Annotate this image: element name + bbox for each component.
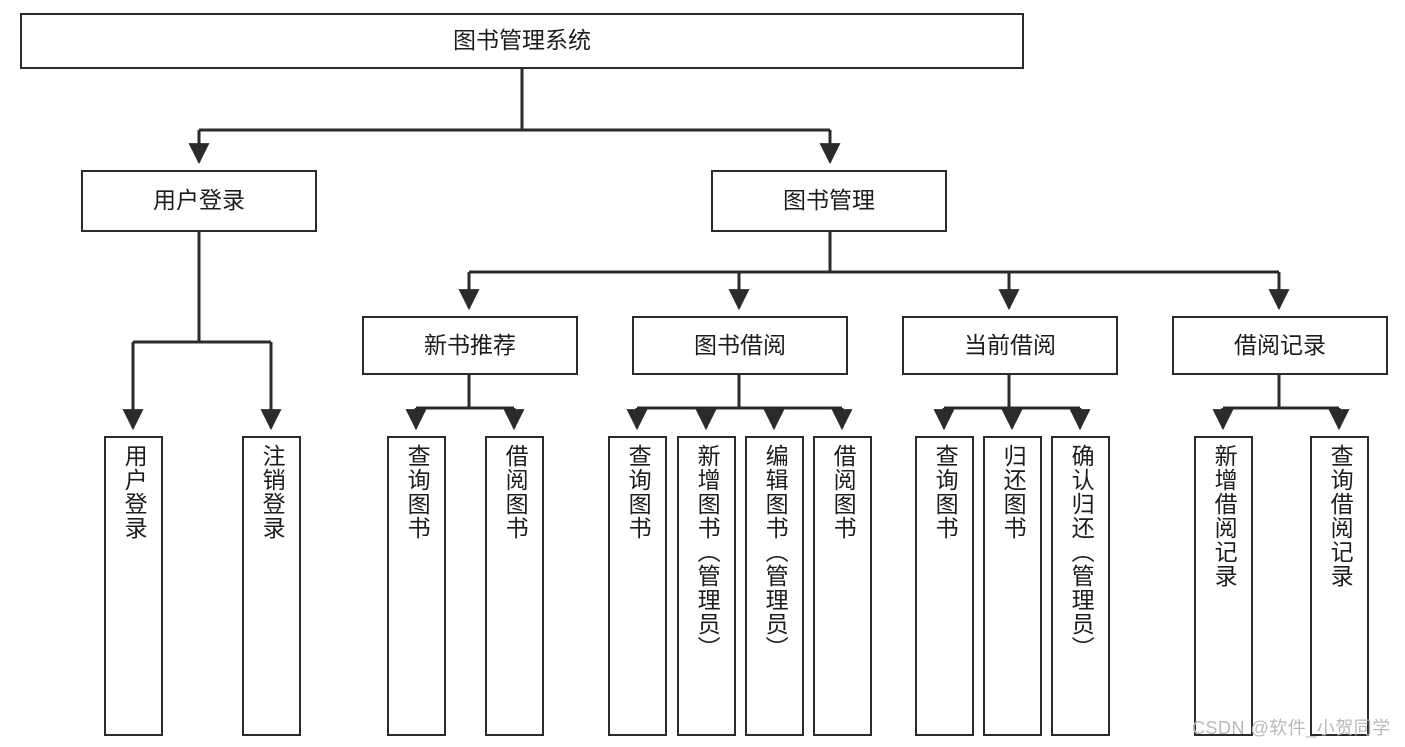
node-leaf-borrow-book-rec-label: 借阅图书 (502, 444, 529, 540)
node-leaf-return-book-label: 归还图书 (1000, 444, 1027, 540)
node-leaf-logout-label: 注销登录 (259, 444, 286, 540)
node-leaf-borrow-book[interactable]: 借阅图书 (813, 436, 872, 736)
node-new-book-rec[interactable]: 新书推荐 (362, 316, 578, 375)
node-root[interactable]: 图书管理系统 (20, 13, 1024, 69)
node-leaf-query-book-rec-label: 查询图书 (404, 444, 431, 540)
node-leaf-user-login-label: 用户登录 (121, 444, 148, 540)
node-current-borrow[interactable]: 当前借阅 (902, 316, 1118, 375)
node-leaf-borrow-book-label: 借阅图书 (830, 444, 857, 540)
node-leaf-add-book-label: 新增图书（管理员） (694, 444, 721, 660)
node-leaf-query-book-rec[interactable]: 查询图书 (387, 436, 446, 736)
node-leaf-add-record[interactable]: 新增借阅记录 (1194, 436, 1253, 736)
node-book-manage-label: 图书管理 (783, 187, 875, 214)
node-user-login[interactable]: 用户登录 (81, 170, 317, 232)
node-leaf-edit-book[interactable]: 编辑图书（管理员） (745, 436, 804, 736)
node-leaf-borrow-book-rec[interactable]: 借阅图书 (485, 436, 544, 736)
watermark: CSDN @软件_小贺同学 (1192, 718, 1391, 738)
node-leaf-user-login[interactable]: 用户登录 (104, 436, 163, 736)
node-leaf-add-book[interactable]: 新增图书（管理员） (677, 436, 736, 736)
node-leaf-add-record-label: 新增借阅记录 (1211, 444, 1238, 588)
node-leaf-confirm-return[interactable]: 确认归还（管理员） (1051, 436, 1110, 736)
node-book-manage[interactable]: 图书管理 (711, 170, 947, 232)
node-leaf-query-record-label: 查询借阅记录 (1327, 444, 1354, 588)
node-borrow-record-label: 借阅记录 (1234, 331, 1326, 358)
node-leaf-query-book-current-label: 查询图书 (932, 444, 959, 540)
node-current-borrow-label: 当前借阅 (964, 331, 1056, 358)
node-book-borrow-label: 图书借阅 (694, 331, 786, 358)
node-borrow-record[interactable]: 借阅记录 (1172, 316, 1388, 375)
node-leaf-query-record[interactable]: 查询借阅记录 (1310, 436, 1369, 736)
node-new-book-rec-label: 新书推荐 (424, 331, 516, 358)
node-leaf-edit-book-label: 编辑图书（管理员） (762, 444, 789, 660)
node-user-login-label: 用户登录 (153, 187, 245, 214)
node-root-label: 图书管理系统 (453, 27, 591, 54)
node-leaf-query-book-current[interactable]: 查询图书 (915, 436, 974, 736)
node-leaf-query-book-borrow-label: 查询图书 (625, 444, 652, 540)
node-leaf-return-book[interactable]: 归还图书 (983, 436, 1042, 736)
node-book-borrow[interactable]: 图书借阅 (632, 316, 848, 375)
node-leaf-logout[interactable]: 注销登录 (242, 436, 301, 736)
node-leaf-confirm-return-label: 确认归还（管理员） (1068, 444, 1095, 660)
node-leaf-query-book-borrow[interactable]: 查询图书 (608, 436, 667, 736)
